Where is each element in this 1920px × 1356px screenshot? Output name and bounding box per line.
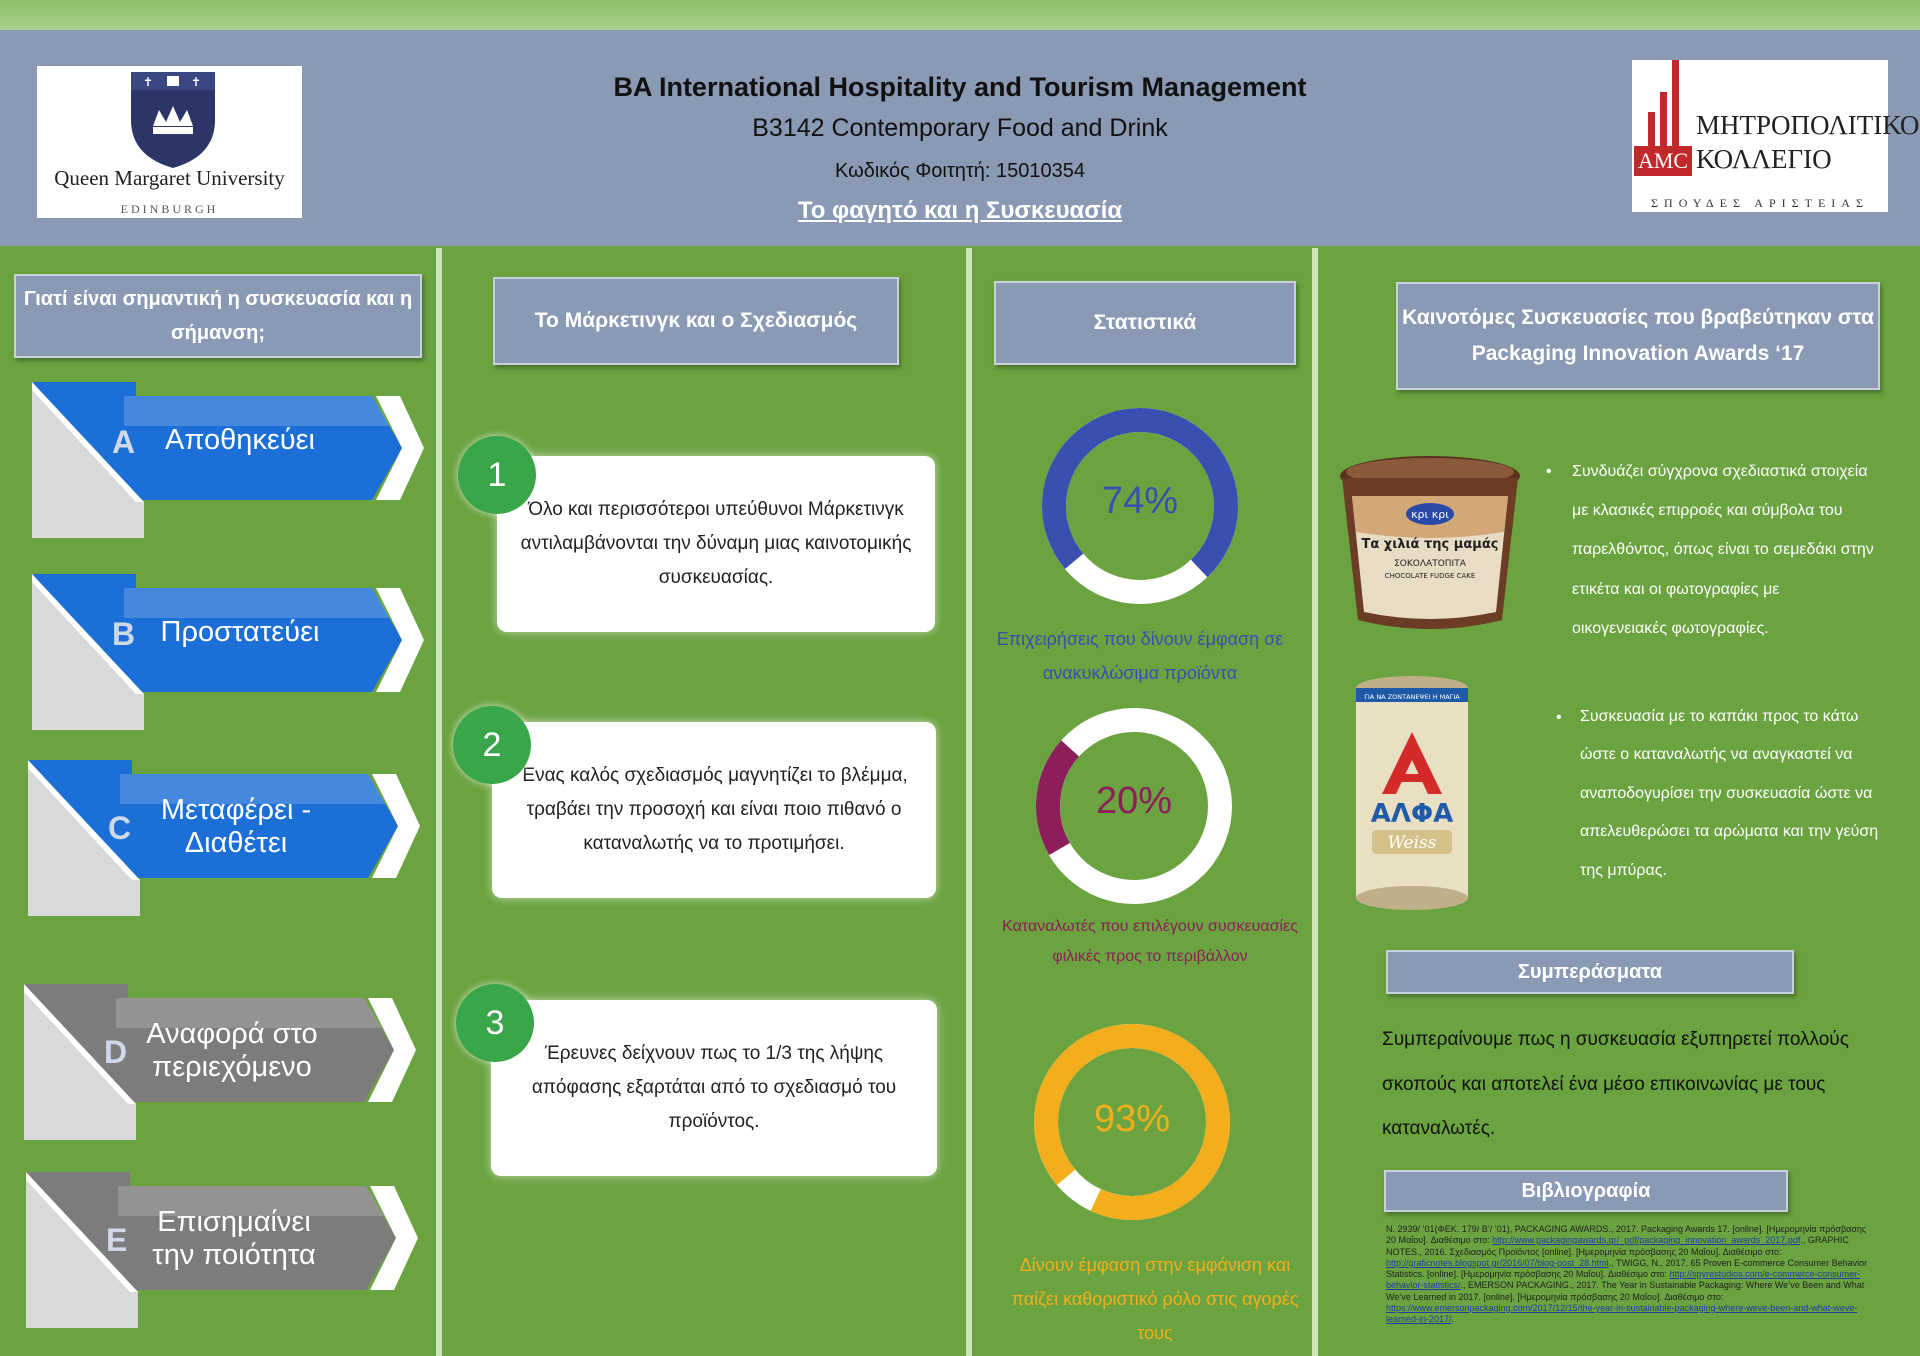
- arrow-label-d: Αναφορά στο περιεχόμενο: [146, 1018, 318, 1084]
- student-id: Κωδικός Φοιτητή: 15010354: [834, 160, 1086, 182]
- course-code: B3142 Contemporary Food and Drink: [752, 114, 1168, 142]
- biblio-link[interactable]: http://graficnotes.blogspot.gr/2016/07/b…: [1386, 1257, 1609, 1268]
- donut-value-arc: [1034, 1024, 1230, 1220]
- biblio-part: ., EMERSON PACKAGING., 2017. The Year in…: [1386, 1280, 1865, 1302]
- step-number-1: 1: [458, 436, 536, 514]
- product2-name: ΑΛΦΑ: [1371, 799, 1453, 829]
- col4-title: Καινοτόμες Συσκευασίες που βραβεύτηκαν σ…: [1396, 282, 1880, 390]
- conclusions-text: Συμπεραίνουμε πως η συσκευασία εξυπηρετε…: [1382, 1029, 1849, 1140]
- step-number-2: 2: [453, 706, 531, 784]
- col3-title: Στατιστικά: [994, 281, 1296, 365]
- biblio-link[interactable]: https://www.emersonpackaging.com/2017/12…: [1386, 1302, 1858, 1324]
- biblio-part: ., TWIGG, N., 2017. 65 Proven E-commerce…: [1386, 1257, 1868, 1279]
- biblio-link[interactable]: http://spyrestudios.com/e-commerce-consu…: [1386, 1269, 1861, 1291]
- arrow-label-b: Προστατεύει: [160, 616, 320, 648]
- column-separator: [436, 248, 442, 1356]
- arrow-shape-c: [28, 760, 420, 916]
- arrow-shape-b: [32, 574, 424, 730]
- amc-logo: AMC ΜΗΤΡΟΠΟΛΙΤΙΚΟ ΚΟΛΛΕΓΙΟ ΣΠΟΥΔΕΣ ΑΡΙΣΤ…: [1632, 60, 1919, 212]
- product1-flavor-en: CHOCOLATE FUDGE CAKE: [1385, 572, 1476, 580]
- product1-description: Συνδυάζει σύγχρονα σχεδιαστικά στοιχεία …: [1572, 463, 1874, 637]
- bullet-icon: •: [1546, 463, 1552, 480]
- bibliography-title: Βιβλιογραφία: [1384, 1170, 1788, 1212]
- conclusions-title: Συμπεράσματα: [1386, 950, 1794, 994]
- qmu-city: EDINBURGH: [120, 202, 219, 216]
- biblio-part: ., GRAPHIC NOTES., 2016. Σχεδιασμός Προϊ…: [1386, 1235, 1849, 1257]
- arrow-shape-e: [26, 1172, 418, 1328]
- arrow-letter-b: B: [112, 616, 136, 652]
- arrow-letter-c: C: [108, 810, 132, 846]
- amc-line2: ΚΟΛΛΕΓΙΟ: [1696, 144, 1832, 174]
- svg-text:✝: ✝: [191, 75, 201, 89]
- step-text-1: Όλο και περισσότεροι υπεύθυνοι Μάρκετινγ…: [520, 498, 912, 589]
- arrow-label-a: Αποθηκεύει: [165, 424, 315, 456]
- col1-title: Γιατί είναι σημαντική η συσκευασία και η…: [14, 274, 422, 358]
- bibliography-text: Ν. 2939/ ’01(ΦΕΚ. 179/ Β’/ ’01), PACKAGI…: [1386, 1224, 1872, 1325]
- svg-text:✝: ✝: [143, 75, 153, 89]
- biblio-link[interactable]: http://www.packagingawards.gr/_pdf/packa…: [1492, 1235, 1801, 1246]
- column-separator: [966, 248, 972, 1356]
- column-separator: [1312, 248, 1318, 1356]
- step-card-1: Όλο και περισσότεροι υπεύθυνοι Μάρκετινγ…: [497, 456, 935, 632]
- amc-bar: [1660, 92, 1667, 146]
- beer-can-image: ΓΙΑ ΝΑ ΖΟΝΤΑΝΕΨΕΙ Η ΜΑΓΙΑ ΑΛΦΑ Weiss: [1356, 676, 1468, 910]
- ice-cream-tub-image: κρι κρι Τα χιλιά της μαμάς ΣΟΚΟΛΑΤΟΠΙΤΑ …: [1340, 456, 1520, 629]
- stat-percent-3: 93%: [1093, 1098, 1171, 1140]
- step-number-3: 3: [456, 984, 534, 1062]
- step-card-2: Ένας καλός σχεδιασμός μαγνητίζει το βλέμ…: [492, 722, 936, 898]
- bullet-icon: •: [1556, 709, 1562, 726]
- qmu-logo: ✝ ✝ Queen Margaret University EDINBURGH: [37, 66, 302, 218]
- arrow-letter-a: A: [112, 424, 136, 460]
- arrow-label-c: Μεταφέρει - Διαθέτει: [160, 794, 312, 860]
- amc-bar: [1648, 112, 1655, 146]
- biblio-part: .: [1451, 1314, 1455, 1324]
- product1-brand: κρι κρι: [1411, 508, 1449, 521]
- arrow-label-e: Επισημαίνει την ποιότητα: [152, 1206, 316, 1272]
- qmu-shield-icon: ✝ ✝: [131, 72, 215, 168]
- biblio-part: Ν. 2939/ ’01(ΦΕΚ. 179/ Β’/ ’01), PACKAGI…: [1386, 1224, 1867, 1246]
- arrow-letter-e: E: [106, 1222, 128, 1258]
- product2-description: Συσκευασία με το καπάκι προς το κάτω ώστ…: [1580, 708, 1879, 879]
- stat-caption-2: Καταναλωτές που επιλέγουν συσκευασίες φι…: [1002, 918, 1298, 966]
- amc-tagline: ΣΠΟΥΔΕΣ ΑΡΙΣΤΕΙΑΣ: [1651, 196, 1869, 210]
- arrow-letter-d: D: [104, 1034, 128, 1070]
- stat-caption-3: Δίνουν έμφαση στην εμφάνιση και παίζει κ…: [1011, 1255, 1299, 1344]
- header-banner: [0, 30, 1920, 246]
- donut-chart-3: [1034, 1024, 1230, 1220]
- top-strip: [0, 0, 1920, 30]
- arrow-shape-d: [24, 984, 416, 1140]
- amc-bar: [1672, 60, 1679, 146]
- product2-top-text: ΓΙΑ ΝΑ ΖΟΝΤΑΝΕΨΕΙ Η ΜΑΓΙΑ: [1364, 693, 1460, 701]
- stat-percent-1: 74%: [1101, 480, 1179, 522]
- product2-sub: Weiss: [1387, 833, 1436, 853]
- qmu-name: Queen Margaret University: [54, 166, 285, 190]
- step-text-2: Ένας καλός σχεδιασμός μαγνητίζει το βλέμ…: [520, 764, 908, 855]
- donut-value-arc: [1042, 408, 1238, 604]
- product1-name: Τα χιλιά της μαμάς: [1361, 537, 1498, 552]
- step-card-3: Έρευνες δείχνουν πως το 1/3 της λήψης απ…: [491, 1000, 937, 1176]
- stat-caption-1: Επιχειρήσεις που δίνουν έμφαση σε ανακυκ…: [996, 629, 1284, 684]
- poster-title: BA International Hospitality and Tourism…: [613, 72, 1307, 102]
- product1-flavor: ΣΟΚΟΛΑΤΟΠΙΤΑ: [1394, 559, 1467, 569]
- donut-chart-2: [1036, 708, 1232, 905]
- stat-percent-2: 20%: [1095, 780, 1173, 822]
- amc-badge: AMC: [1634, 146, 1692, 176]
- arrow-shape-a: [32, 382, 424, 538]
- col2-title: Το Μάρκετινγκ και ο Σχεδιασμός: [493, 277, 899, 365]
- amc-line1: ΜΗΤΡΟΠΟΛΙΤΙΚΟ: [1696, 110, 1920, 140]
- poster-topic: Το φαγητό και η Συσκευασία: [797, 197, 1123, 224]
- step-text-3: Έρευνες δείχνουν πως το 1/3 της λήψης απ…: [531, 1042, 897, 1133]
- donut-chart-1: [1042, 408, 1238, 604]
